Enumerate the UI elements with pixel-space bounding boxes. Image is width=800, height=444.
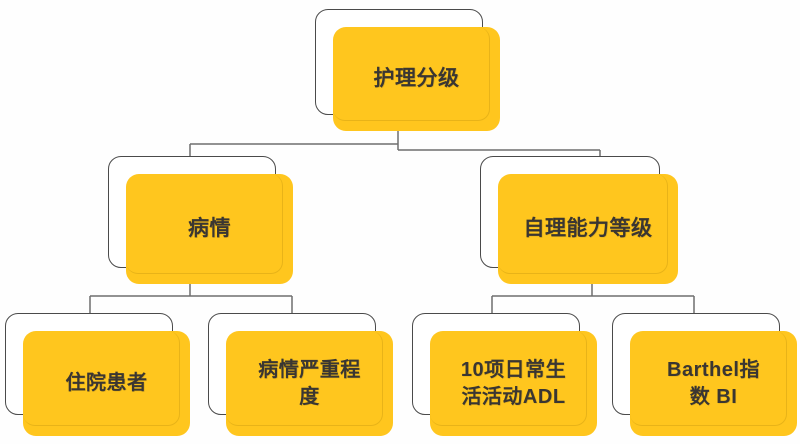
node-label-condition: 病情 (188, 217, 231, 241)
node-label-adl: 10项日常生 活活动ADL (460, 359, 567, 408)
node-nursing-classification[interactable]: 护理分级 (315, 9, 500, 131)
node-selfcare-ability-level[interactable]: 自理能力等级 (480, 156, 678, 284)
node-label-severity: 病情严重程 度 (258, 359, 361, 408)
node-front-card[interactable]: 10项日常生 活活动ADL (430, 331, 597, 436)
node-label-barthel: Barthel指 数 BI (667, 359, 760, 408)
node-condition-severity[interactable]: 病情严重程 度 (208, 313, 393, 436)
node-inpatient[interactable]: 住院患者 (5, 313, 190, 436)
node-label-inpatient: 住院患者 (65, 372, 148, 395)
node-front-card[interactable]: 病情严重程 度 (226, 331, 393, 436)
node-label-selfcare: 自理能力等级 (523, 217, 653, 241)
node-front-card[interactable]: 护理分级 (333, 27, 500, 131)
node-label-root: 护理分级 (373, 67, 460, 91)
node-front-card[interactable]: 住院患者 (23, 331, 190, 436)
node-front-card[interactable]: 病情 (126, 174, 293, 284)
node-front-card[interactable]: 自理能力等级 (498, 174, 678, 284)
node-condition[interactable]: 病情 (108, 156, 293, 284)
node-adl-ten-items[interactable]: 10项日常生 活活动ADL (412, 313, 597, 436)
node-front-card[interactable]: Barthel指 数 BI (630, 331, 797, 436)
node-barthel-index[interactable]: Barthel指 数 BI (612, 313, 797, 436)
